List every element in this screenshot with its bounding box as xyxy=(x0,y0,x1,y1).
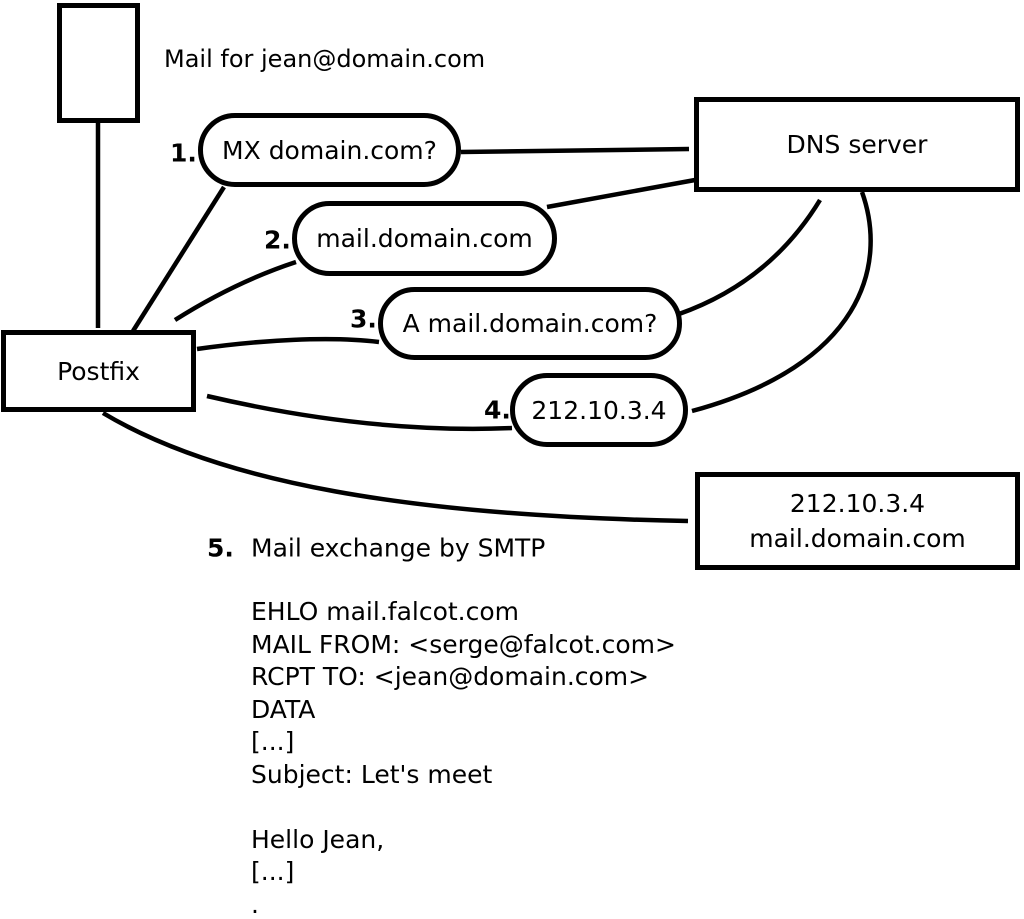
step2-answer-label: mail.domain.com xyxy=(316,224,533,253)
dns-server-label: DNS server xyxy=(786,130,928,159)
step1-query-label: MX domain.com? xyxy=(222,135,437,165)
step3-query-label: A mail.domain.com? xyxy=(402,309,658,338)
step2-number: 2. xyxy=(264,225,291,255)
step3-number: 3. xyxy=(350,304,377,334)
smtp-line xyxy=(251,791,676,824)
smtp-line: MAIL FROM: <serge@falcot.com> xyxy=(251,629,676,659)
step1-query-pill: MX domain.com? xyxy=(198,113,461,187)
step2-answer-pill: mail.domain.com xyxy=(292,201,557,276)
arrow-step4-to-postfix xyxy=(206,393,513,432)
smtp-line: RCPT TO: <jean@domain.com> xyxy=(251,662,650,691)
connector-postfix-to-step1 xyxy=(131,185,226,333)
arrow-postfix-to-mailhost xyxy=(101,411,689,524)
postfix-node: Postfix xyxy=(1,330,196,412)
smtp-line: . xyxy=(251,889,259,919)
smtp-line: [...] xyxy=(251,857,295,886)
dns-server-node: DNS server xyxy=(694,97,1020,192)
smtp-line: EHLO mail.falcot.com xyxy=(251,597,520,626)
step4-answer-label: 212.10.3.4 xyxy=(531,395,667,425)
smtp-line: DATA xyxy=(251,694,316,724)
smtp-line: Subject: Let's meet xyxy=(251,759,493,789)
step3-query-pill: A mail.domain.com? xyxy=(378,287,682,360)
arrow-step2-to-postfix xyxy=(173,259,297,322)
mail-host-hostname: mail.domain.com xyxy=(749,524,966,553)
arrow-step1-to-dns xyxy=(460,146,690,155)
smtp-line: Hello Jean, xyxy=(251,824,385,854)
smtp-line: [...] xyxy=(251,727,295,756)
mail-host-node: 212.10.3.4 mail.domain.com xyxy=(695,472,1020,570)
step5-number: 5. xyxy=(207,533,234,563)
postfix-label: Postfix xyxy=(57,356,140,386)
step5-label: Mail exchange by SMTP xyxy=(251,533,546,563)
incoming-mail-box xyxy=(57,3,140,123)
diagram-title: Mail for jean@domain.com xyxy=(164,45,486,73)
mail-host-ip: 212.10.3.4 xyxy=(789,489,926,518)
step4-answer-pill: 212.10.3.4 xyxy=(510,373,688,447)
arrow-step3-to-dns xyxy=(678,198,822,317)
step4-number: 4. xyxy=(484,395,511,425)
connector-dns-to-step2 xyxy=(546,177,696,210)
smtp-session-transcript: EHLO mail.falcot.com MAIL FROM: <serge@f… xyxy=(251,596,676,919)
step1-number: 1. xyxy=(170,138,197,168)
connector-postfix-to-step3 xyxy=(196,336,380,352)
connector-dns-to-step4 xyxy=(691,191,873,414)
